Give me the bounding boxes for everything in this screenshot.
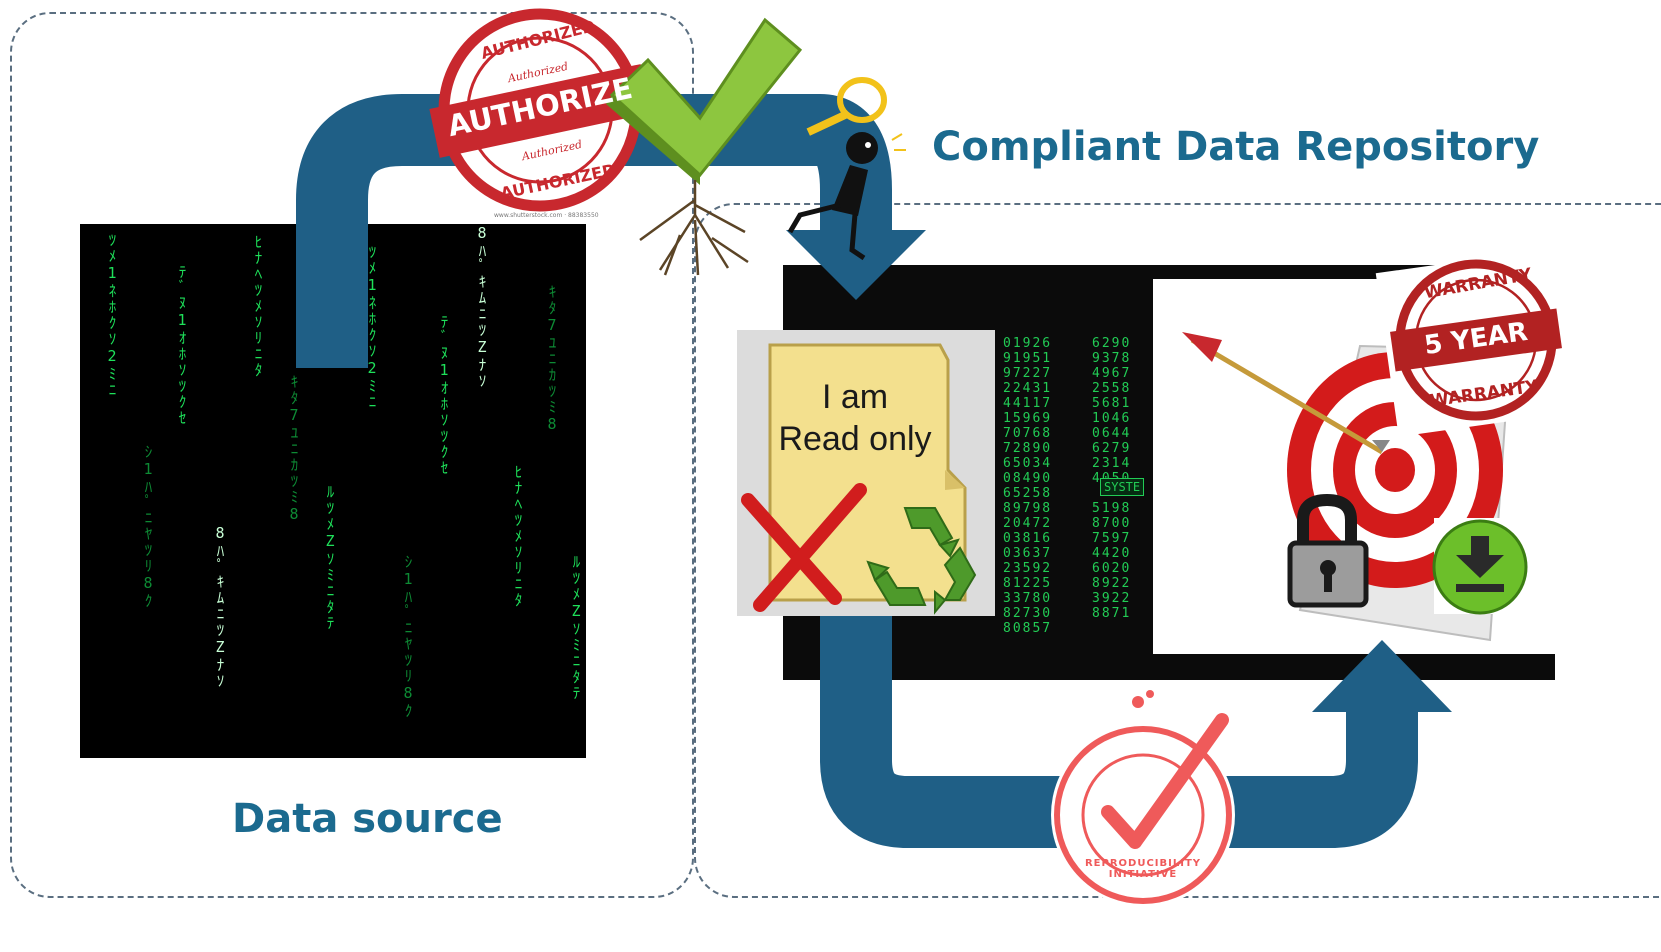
matrix-column: ﾋﾅﾍﾂﾒｿﾘﾆﾀ <box>509 464 527 608</box>
download-icon <box>1432 518 1532 615</box>
binary-digits-image: 01926 91951 97227 22431 44117 15969 7076… <box>1003 336 1053 636</box>
data-source-label: Data source <box>232 796 503 842</box>
data-source-region <box>10 12 694 898</box>
red-x-icon <box>741 483 867 612</box>
padlock-icon <box>1287 493 1369 608</box>
matrix-column: ﾙﾂﾒZｿﾐﾆﾀﾃ <box>567 554 585 701</box>
reproducibility-logo <box>1051 690 1235 907</box>
flow-arrow-head <box>1312 640 1452 712</box>
flow-arrow-head <box>786 230 926 300</box>
matrix-column: ｷﾀ7ﾕﾆｶﾂﾐ8 <box>285 374 303 524</box>
key-figure-icon <box>787 77 906 261</box>
matrix-column: ｷﾀ7ﾕﾆｶﾂﾐ8 <box>543 284 561 434</box>
recycle-icon <box>866 507 977 615</box>
matrix-column: ｼ1ﾊﾟﾆﾔﾂﾘ8ｸ <box>139 444 157 609</box>
matrix-column: ﾂﾒ1ﾈﾎｸｿ2ﾐﾆ <box>103 232 121 398</box>
authorized-stamp-credit: www.shutterstock.com · 88383550 <box>494 212 599 219</box>
matrix-column: ﾋﾅﾍﾂﾒｿﾘﾆﾀ <box>249 234 267 378</box>
binary-digits-image: 6290 9378 4967 2558 5681 1046 0644 6279 … <box>1092 336 1132 621</box>
matrix-column: ｼ1ﾊﾟﾆﾔﾂﾘ8ｸ <box>399 554 417 719</box>
matrix-column: ﾙﾂﾒZｿﾐﾆﾀﾃ <box>321 484 339 631</box>
matrix-column: ﾃﾞﾇ1ｵﾎｿﾂｸｾ <box>435 314 453 476</box>
matrix-column: 8ﾊﾟｷﾑﾆﾂZﾅｿ <box>473 224 491 389</box>
matrix-column: 8ﾊﾟｷﾑﾆﾂZﾅｿ <box>211 524 229 689</box>
folder-line-2: Read only <box>778 420 932 458</box>
warranty-stamp <box>1375 248 1577 437</box>
system-tag: SYSTE <box>1100 478 1145 496</box>
folder-line-1: I am <box>821 378 889 416</box>
reproducibility-logo-text: REPRODUCIBILITY INITIATIVE <box>1084 858 1202 880</box>
green-check-roots-icon <box>606 17 803 276</box>
repository-label: Compliant Data Repository <box>932 124 1540 170</box>
matrix-code-image: ﾂﾒ1ﾈﾎｸｿ2ﾐﾆ ｼ1ﾊﾟﾆﾔﾂﾘ8ｸ ﾃﾞﾇ1ｵﾎｿﾂｸｾ 8ﾊﾟｷﾑﾆﾂ… <box>80 224 586 758</box>
matrix-column: ﾃﾞﾇ1ｵﾎｿﾂｸｾ <box>173 264 191 426</box>
